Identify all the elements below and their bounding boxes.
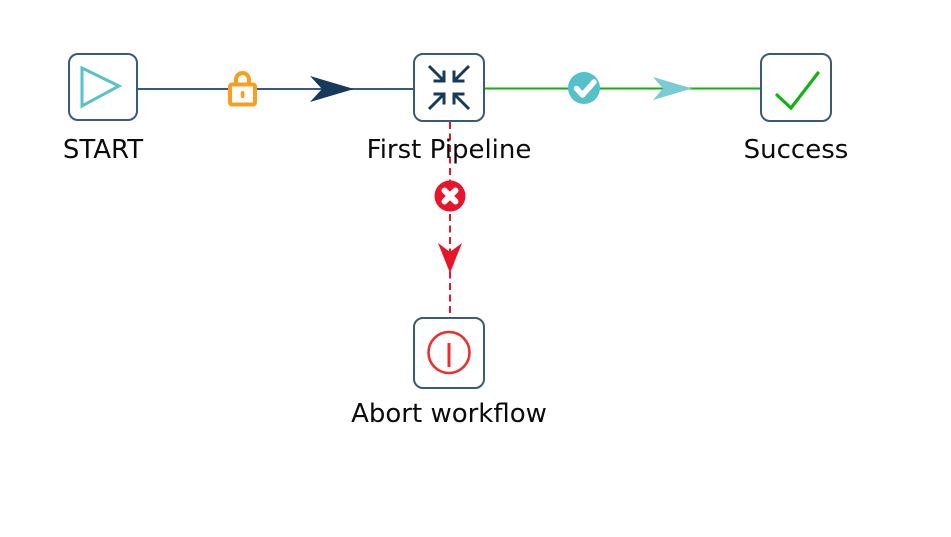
node-success[interactable] <box>760 53 832 122</box>
edge-start-to-pipeline[interactable] <box>138 71 413 107</box>
node-first-pipeline[interactable] <box>413 53 485 122</box>
check-circle-badge <box>568 72 600 104</box>
play-icon <box>80 65 123 109</box>
arrowhead-icon <box>653 77 692 100</box>
arrowhead-icon <box>438 243 462 273</box>
edge-pipeline-to-abort[interactable] <box>434 122 466 317</box>
lock-icon <box>228 71 257 107</box>
check-icon <box>775 71 820 111</box>
error-circle-badge <box>434 180 466 212</box>
compress-arrows-icon <box>427 64 471 111</box>
edge-pipeline-to-success[interactable] <box>485 72 760 104</box>
power-off-icon <box>427 330 471 375</box>
node-start[interactable] <box>68 53 138 121</box>
arrowhead-icon <box>310 76 354 102</box>
node-abort[interactable] <box>413 317 485 389</box>
